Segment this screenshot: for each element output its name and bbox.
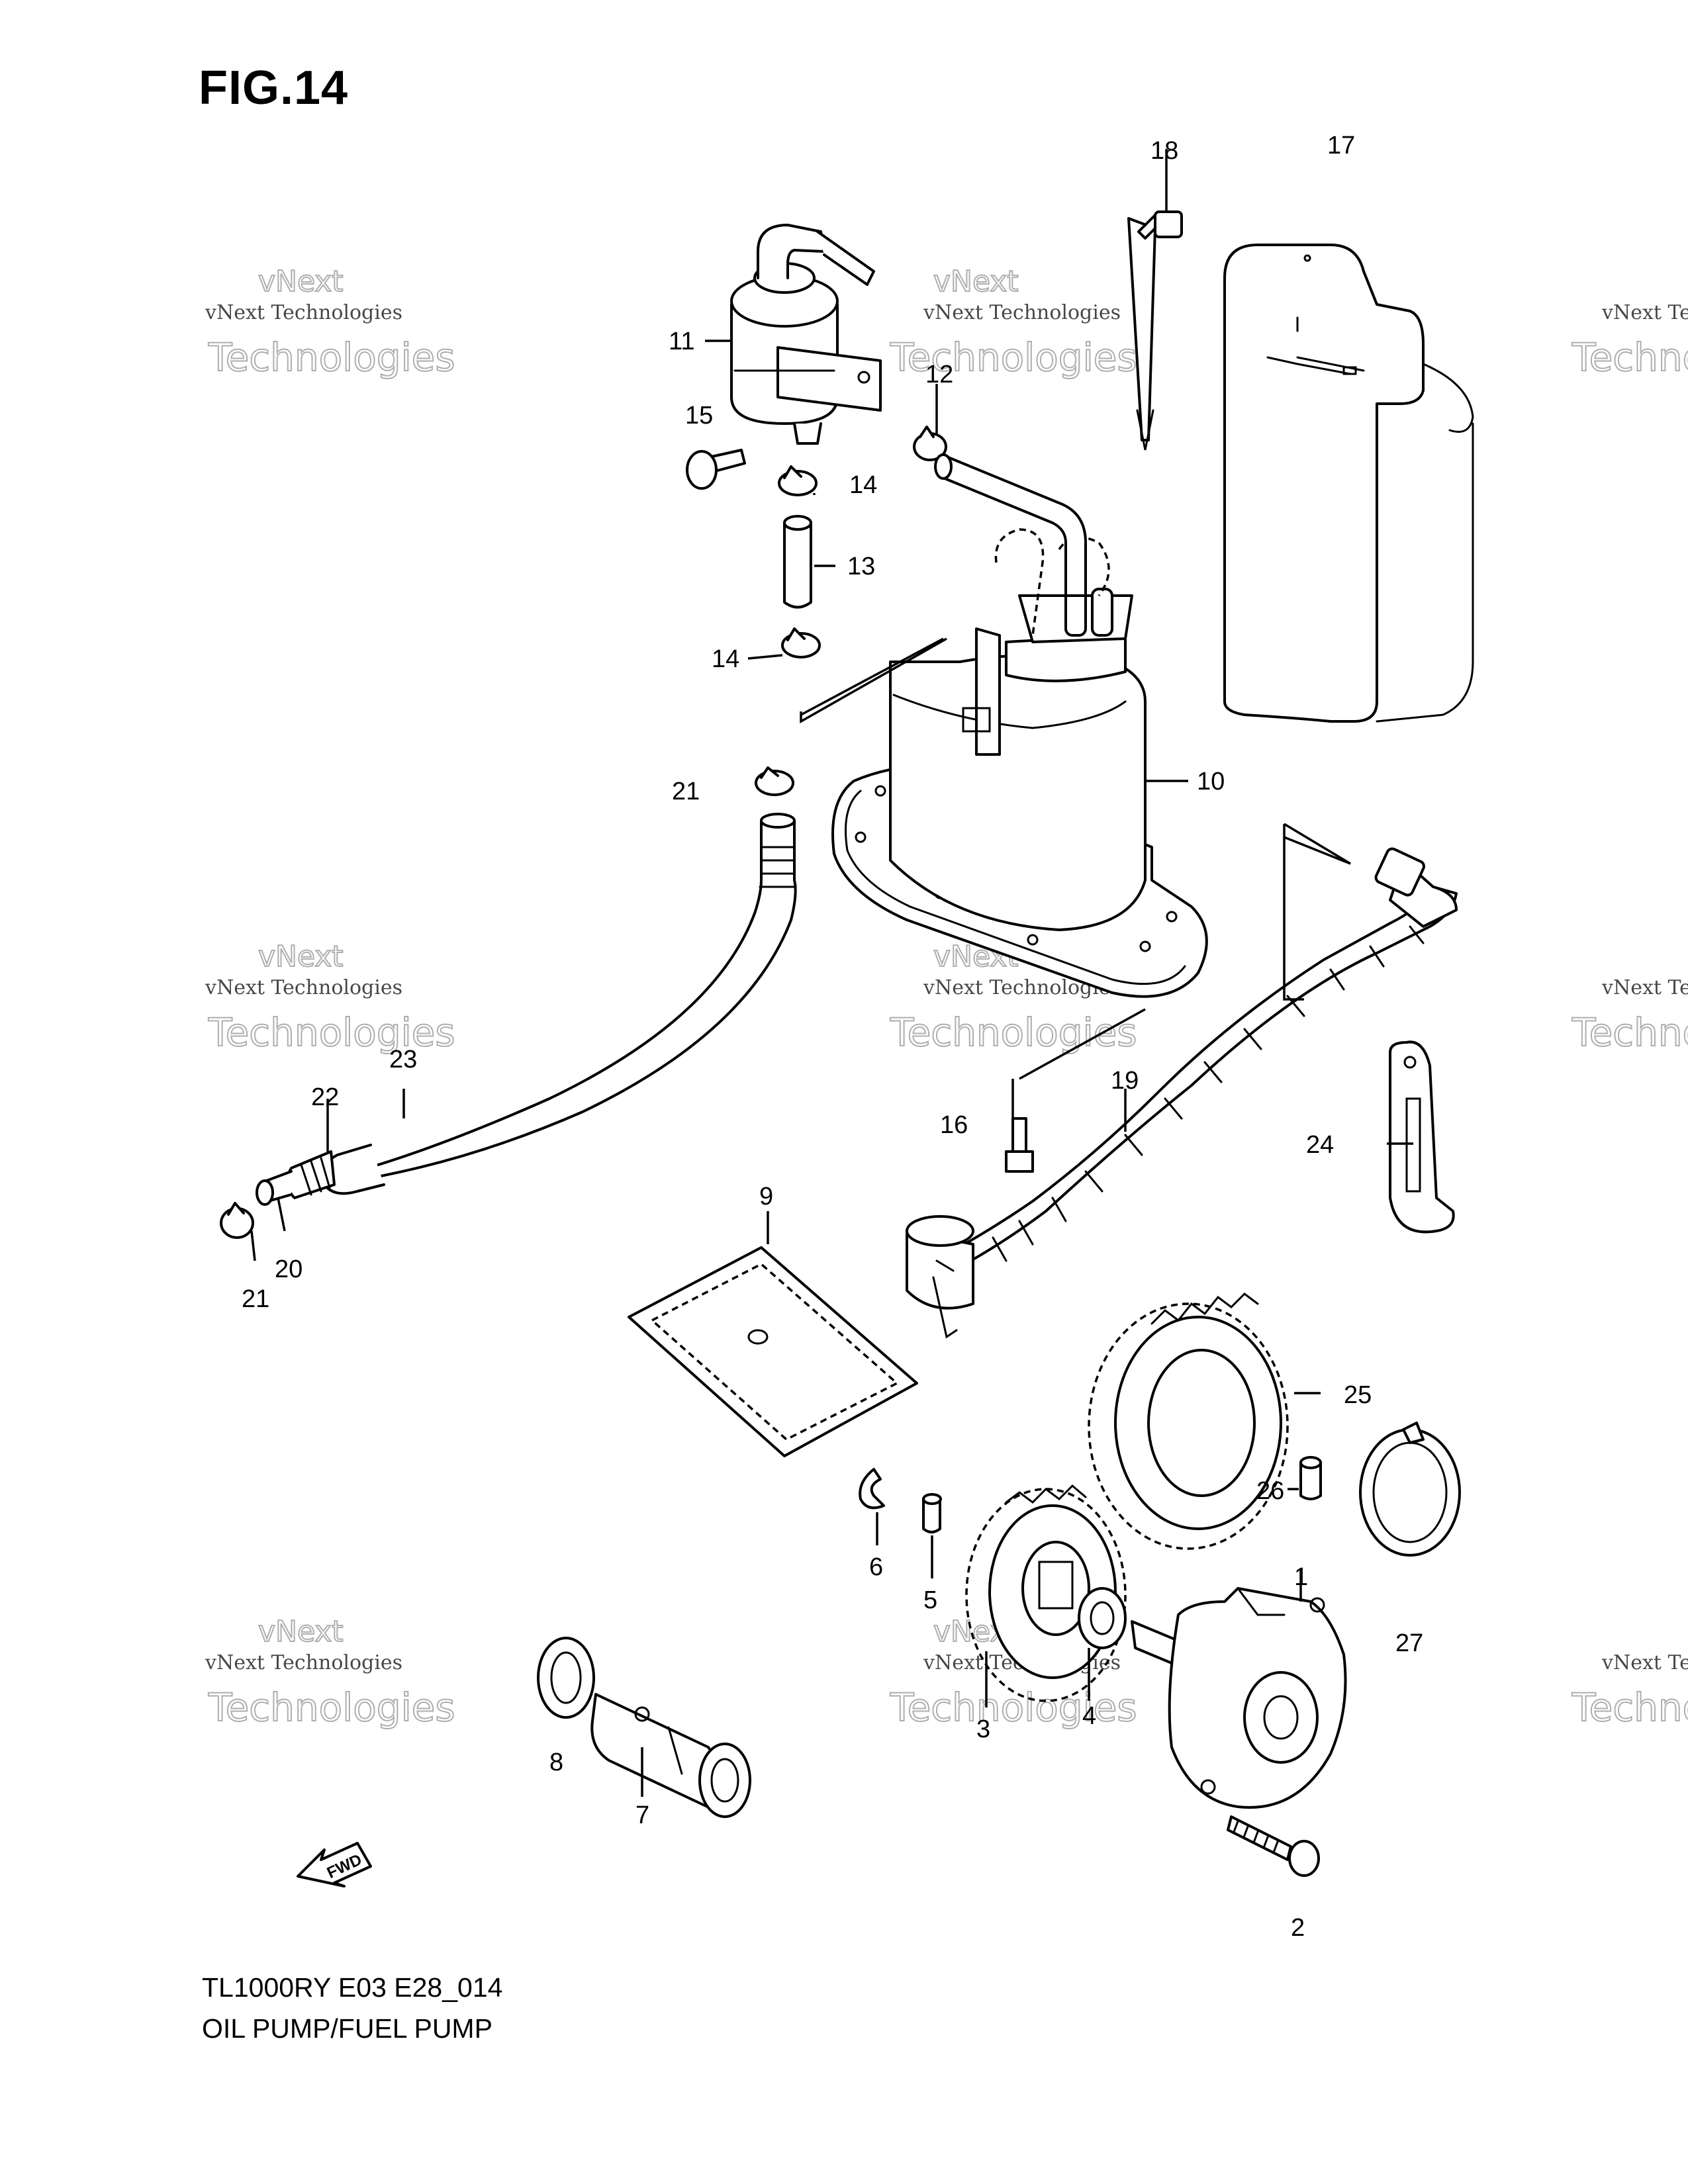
part-21-clamp-upper xyxy=(755,766,794,796)
part-21-clamp-lower xyxy=(220,1202,254,1239)
watermark-next-text: vNext xyxy=(933,265,1019,298)
part-27-circlip xyxy=(1359,1422,1461,1557)
callout-14a: 14 xyxy=(849,471,877,499)
callout-numbers: 1 2 3 4 5 6 7 8 9 10 11 12 13 14 14 15 1… xyxy=(242,132,1423,1942)
part-4-washer xyxy=(1078,1587,1127,1649)
watermark-next-text: vNext xyxy=(258,1615,344,1649)
watermark-line2: Technologies xyxy=(1571,1685,1688,1730)
part-22-bellows xyxy=(285,1150,336,1199)
callout-12: 12 xyxy=(925,361,953,388)
callout-19: 19 xyxy=(1111,1067,1139,1095)
part-16-bolt xyxy=(1005,1117,1034,1173)
callout-16: 16 xyxy=(940,1111,968,1139)
callout-26: 26 xyxy=(1256,1477,1284,1505)
watermark: vNext Technologies Technologies xyxy=(1571,976,1688,1056)
model-code: TL1000RY E03 E28_014 xyxy=(202,1972,503,2003)
figure-footer: TL1000RY E03 E28_014 OIL PUMP/FUEL PUMP xyxy=(202,1967,502,2049)
callout-9: 9 xyxy=(759,1183,773,1210)
callout-13: 13 xyxy=(847,553,875,580)
fwd-direction-arrow: FWD xyxy=(297,1842,372,1888)
watermark-line2: Technologies xyxy=(1571,335,1688,380)
callout-25: 25 xyxy=(1344,1381,1372,1409)
callout-18: 18 xyxy=(1150,137,1178,165)
part-12-clamp xyxy=(913,426,947,461)
part-23-breather-hose xyxy=(321,813,797,1195)
watermark: vNext vNext Technologies Technologies xyxy=(205,1614,456,1731)
callout-21b: 21 xyxy=(242,1285,269,1313)
watermark: vNext vNext Technologies Technologies xyxy=(889,264,1138,381)
part-25-driven-gear xyxy=(1088,1293,1289,1550)
watermark-line2: Technologies xyxy=(1571,1010,1688,1055)
watermark: vNext Technologies Technologies xyxy=(1571,1651,1688,1731)
part-8-o-ring xyxy=(537,1637,595,1719)
callout-2: 2 xyxy=(1291,1914,1305,1942)
watermark-next-text: vNext xyxy=(258,265,344,298)
figure-subtitle: OIL PUMP/FUEL PUMP xyxy=(202,2013,492,2044)
part-7-sleeve xyxy=(590,1693,751,1818)
watermark-line2: Technologies xyxy=(208,335,455,380)
watermark-line1: vNext Technologies xyxy=(923,301,1121,324)
callout-1: 1 xyxy=(1294,1563,1308,1591)
callout-22: 22 xyxy=(311,1083,339,1111)
part-14-clamp-lower xyxy=(781,627,821,659)
watermark-next-text: vNext xyxy=(258,940,344,974)
part-6-circlip xyxy=(859,1468,885,1510)
callout-4: 4 xyxy=(1082,1702,1096,1730)
part-5-pin xyxy=(922,1493,942,1533)
watermark: vNext vNext Technologies Technologies xyxy=(205,264,456,381)
watermark-line2: Technologies xyxy=(890,1010,1137,1055)
watermark-line1: vNext Technologies xyxy=(205,1651,402,1674)
part-19-wire-harness xyxy=(906,847,1458,1339)
part-11-fuel-filter xyxy=(730,224,882,445)
figure-title: FIG.14 xyxy=(199,62,349,114)
part-1-oil-pump xyxy=(1131,1587,1347,1809)
callout-15: 15 xyxy=(685,402,713,430)
watermark: vNext vNext Technologies Technologies xyxy=(205,939,456,1056)
part-14-clamp-upper xyxy=(778,465,818,496)
part-26-pin xyxy=(1299,1456,1322,1500)
watermark-line1: vNext Technologies xyxy=(205,301,402,324)
watermark-line1: vNext Technologies xyxy=(1601,1651,1688,1674)
watermarks: vNext vNext Technologies Technologies vN… xyxy=(205,264,1688,1731)
part-9-gasket xyxy=(628,1246,918,1457)
callout-27: 27 xyxy=(1395,1629,1423,1657)
part-10-fuel-pump xyxy=(831,453,1208,998)
callout-7: 7 xyxy=(635,1801,649,1829)
part-15-bolt xyxy=(686,449,746,490)
callout-5: 5 xyxy=(923,1586,937,1614)
part-24-strap xyxy=(1389,1040,1455,1234)
callout-24: 24 xyxy=(1306,1131,1334,1159)
watermark-line2: Technologies xyxy=(208,1685,455,1730)
callout-20: 20 xyxy=(275,1255,303,1283)
part-13-hose xyxy=(783,515,812,609)
part-17-fuel-tank xyxy=(1223,244,1474,723)
callout-17: 17 xyxy=(1327,132,1355,159)
watermark: vNext Technologies Technologies xyxy=(1571,301,1688,381)
leader-lines xyxy=(250,149,1413,1797)
callout-6: 6 xyxy=(869,1553,883,1581)
callout-11: 11 xyxy=(669,328,694,355)
watermark-line1: vNext Technologies xyxy=(1601,976,1688,999)
watermark: vNext vNext Technologies Technologies xyxy=(889,939,1138,1056)
watermark-line1: vNext Technologies xyxy=(205,976,402,999)
callout-23: 23 xyxy=(389,1046,417,1073)
part-2-screw xyxy=(1227,1815,1320,1877)
callout-8: 8 xyxy=(549,1749,563,1776)
part-18-sensor-probe xyxy=(1127,210,1183,451)
watermark-line1: vNext Technologies xyxy=(1601,301,1688,324)
callout-21a: 21 xyxy=(672,778,700,805)
callout-14b: 14 xyxy=(712,645,739,673)
callout-3: 3 xyxy=(976,1715,990,1743)
watermark-line2: Technologies xyxy=(208,1010,455,1055)
callout-10: 10 xyxy=(1197,768,1225,796)
watermark-line2: Technologies xyxy=(890,335,1137,380)
part-20-hose-end xyxy=(256,1170,293,1206)
